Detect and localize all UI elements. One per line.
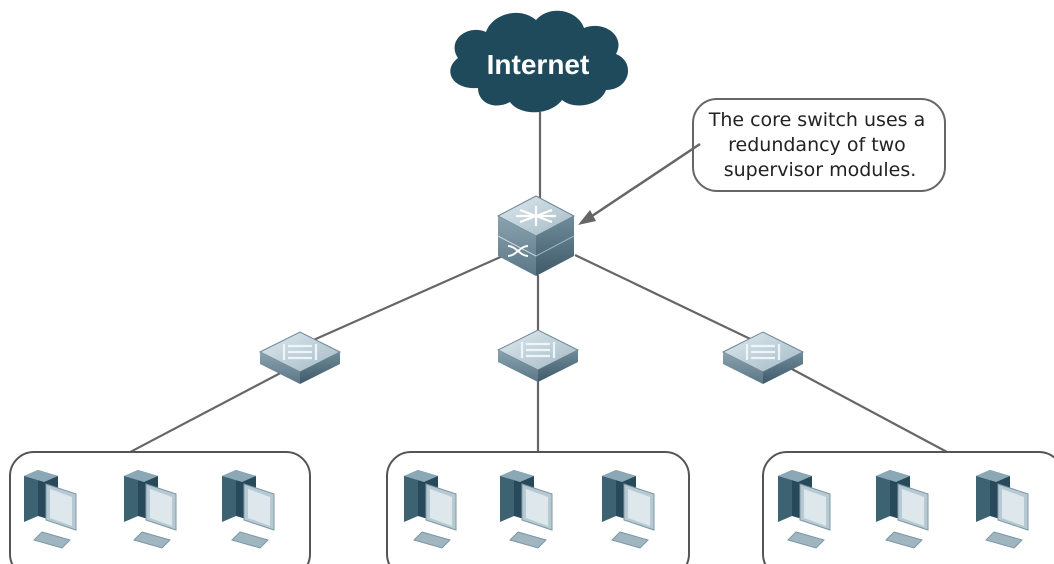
callout-line-2: redundancy of two bbox=[728, 134, 906, 156]
access-switch-left bbox=[258, 330, 342, 386]
callout: The core switch uses a redundancy of two… bbox=[578, 98, 946, 225]
svg-text:The core switch uses a r: The core switch uses a redundancy of two… bbox=[708, 109, 932, 181]
core-switch bbox=[496, 195, 576, 276]
internet-cloud: Internet bbox=[450, 10, 629, 113]
pc-group-center bbox=[386, 451, 690, 564]
callout-arrow bbox=[585, 142, 701, 222]
access-switch-center bbox=[496, 328, 580, 384]
access-switch-right bbox=[721, 330, 805, 386]
link-access-left-group bbox=[114, 367, 291, 461]
pc-group-right bbox=[762, 451, 1054, 564]
cloud-icon bbox=[450, 10, 629, 113]
pc-group-left bbox=[9, 451, 311, 564]
callout-line-3: supervisor modules. bbox=[724, 159, 917, 181]
network-links bbox=[114, 112, 963, 461]
callout-box bbox=[692, 98, 946, 192]
callout-line-1: The core switch uses a bbox=[708, 109, 925, 131]
link-core-access-left bbox=[299, 253, 506, 348]
link-access-right-group bbox=[789, 367, 963, 461]
router-star-icon bbox=[516, 206, 556, 226]
switch-arrows-icon bbox=[507, 245, 529, 257]
callout-arrowhead bbox=[578, 210, 596, 225]
internet-label: Internet bbox=[487, 49, 590, 80]
link-core-access-right bbox=[574, 254, 766, 347]
